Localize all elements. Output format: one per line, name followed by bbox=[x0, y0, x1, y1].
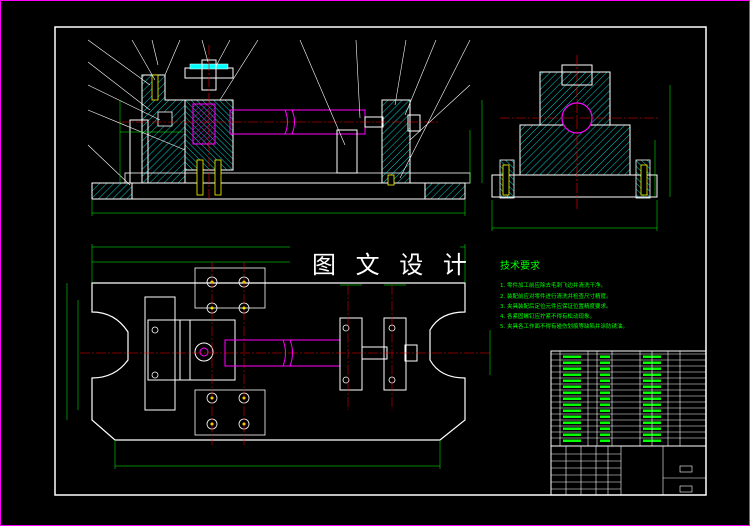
requirement-item-2: 2. 装配前应对零件进行清洗并检查尺寸精度。 bbox=[500, 292, 612, 300]
side-view bbox=[491, 55, 671, 231]
requirement-item-3: 3. 夹具装配后定位元件应保证位置精度要求。 bbox=[500, 302, 612, 310]
title-overlay: 图 文 设 计 bbox=[312, 251, 473, 279]
title-block bbox=[550, 350, 707, 496]
requirement-item-4: 4. 各紧固螺钉应拧紧不得有松动现象。 bbox=[500, 312, 595, 320]
requirement-item-5: 5. 夹具各工作面不得有碰伤划痕等缺陷并涂防锈油。 bbox=[500, 322, 628, 330]
requirement-item-1: 1. 零件加工前应除去毛刺飞边并清洗干净。 bbox=[500, 281, 606, 289]
title-backdrop bbox=[290, 245, 460, 281]
top-view bbox=[66, 244, 491, 469]
requirements-heading: 技术要求 bbox=[500, 259, 540, 272]
technical-requirements: 技术要求 1. 零件加工前应除去毛刺飞边并清洗干净。 2. 装配前应对零件进行清… bbox=[500, 259, 628, 330]
drawing-border bbox=[54, 26, 707, 496]
front-view bbox=[87, 39, 483, 216]
